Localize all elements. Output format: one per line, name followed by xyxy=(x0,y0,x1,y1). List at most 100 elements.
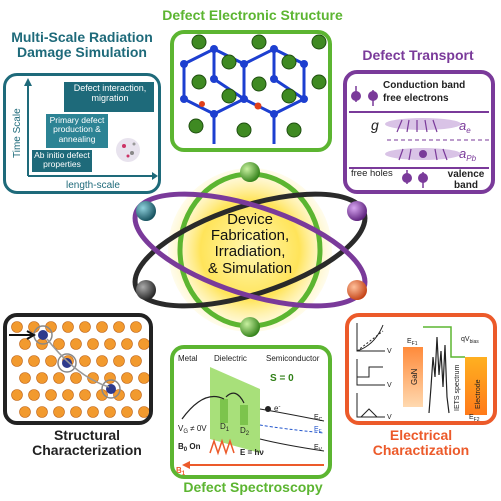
lattice-atom xyxy=(45,355,57,367)
a-e-label: ae xyxy=(459,118,471,135)
lattice-atom xyxy=(62,321,74,333)
title-electronic: Defect Electronic Structure xyxy=(162,7,343,23)
orbit-ball-black xyxy=(136,280,156,300)
dielectric-label: Dielectric xyxy=(214,354,247,363)
panel-transport: g ae aPb Conduction band free electrons … xyxy=(343,70,495,194)
ef1-label: EF1 xyxy=(407,338,418,347)
center-line-2: Fabrication, xyxy=(210,227,290,245)
electrode-label: Electrode xyxy=(475,379,482,409)
panel-spectroscopy: Metal Dielectric Semiconductor S = 0 VG … xyxy=(170,345,332,479)
lattice-atom xyxy=(19,372,31,384)
lattice-atom xyxy=(79,389,91,401)
step3-label: Defect interaction, migration xyxy=(73,83,147,103)
lattice-atom xyxy=(138,338,149,350)
lattice-atom xyxy=(62,389,74,401)
interstitial-atom xyxy=(62,358,72,368)
lattice-atom xyxy=(138,406,149,418)
lattice-atom xyxy=(11,389,23,401)
lattice-atom xyxy=(113,389,125,401)
length-scale-label: length-scale xyxy=(66,180,120,191)
lattice-atom xyxy=(130,321,142,333)
lattice-atom xyxy=(96,355,108,367)
s0-label: S = 0 xyxy=(270,373,294,384)
lattice-atom xyxy=(87,372,99,384)
lattice-atom xyxy=(70,372,82,384)
lattice-atom xyxy=(79,321,91,333)
lattice-atom xyxy=(28,355,40,367)
panel-electronic xyxy=(170,30,332,152)
qvbias-label: qVbias xyxy=(461,336,479,345)
iets-label: IETS spectrum xyxy=(454,365,461,411)
iv-plots xyxy=(356,323,385,418)
g-factor-label: g xyxy=(371,117,379,133)
panel-structural xyxy=(3,313,153,425)
lattice-atom xyxy=(70,406,82,418)
lattice-atom xyxy=(53,406,65,418)
lattice-atom xyxy=(104,406,116,418)
photon-zigzag xyxy=(209,438,235,456)
valence-band-label: valence band xyxy=(447,169,485,191)
step-ab-initio xyxy=(32,150,92,172)
lattice-atom xyxy=(96,321,108,333)
lattice-atom xyxy=(87,338,99,350)
migration-path xyxy=(46,338,110,388)
orbit-ball-purple xyxy=(347,201,367,221)
title-structural: Structural Characterization xyxy=(32,427,142,459)
ef-label: EF xyxy=(314,426,322,435)
lattice-atom xyxy=(28,389,40,401)
defect-ring xyxy=(101,379,121,399)
v-label-2: V xyxy=(387,382,392,389)
lattice-atom xyxy=(11,321,23,333)
band-diagram-graphic: Metal Dielectric Semiconductor S = 0 VG … xyxy=(176,354,325,475)
lattice-atom xyxy=(45,389,57,401)
metal-label: Metal xyxy=(178,354,198,363)
arrow-icon xyxy=(9,330,37,340)
panel-electrical: V V V EF1 EF2 qVbias GaN IETS spectrum E… xyxy=(345,313,497,425)
lattice-graphic xyxy=(9,321,149,418)
orbit-ball-teal xyxy=(136,201,156,221)
title-electrical: Electrical Charactization xyxy=(372,427,470,459)
step-primary-defect xyxy=(46,114,108,148)
lattice-atom xyxy=(121,406,133,418)
free-holes-label: free holes xyxy=(351,168,393,179)
center-line-1: Device xyxy=(227,211,273,228)
lattice-atom xyxy=(113,355,125,367)
center-line-4: & Simulation xyxy=(207,259,293,277)
interstitial-atom xyxy=(106,384,116,394)
transport-graphic: g ae aPb xyxy=(349,86,489,188)
orbit-ball-orange xyxy=(347,280,367,300)
lattice-atom xyxy=(36,406,48,418)
lattice-atom xyxy=(130,389,142,401)
interstitial-atom xyxy=(38,330,48,340)
lattice-atom xyxy=(53,338,65,350)
step-defect-interaction xyxy=(64,82,154,112)
center-label: Device Fabrication, Irradiation, & Simul… xyxy=(196,211,304,277)
dielectric-barrier xyxy=(210,367,260,453)
semiconductor-label: Semiconductor xyxy=(266,354,320,363)
step1-label: Ab initio defect properties xyxy=(34,150,90,170)
lattice-atom xyxy=(130,355,142,367)
defect-atom xyxy=(254,102,262,110)
center-glow xyxy=(168,168,332,332)
center-line-3: Irradiation, xyxy=(214,243,286,261)
lattice-atom xyxy=(53,372,65,384)
ec-label: EC xyxy=(314,414,323,423)
lattice-atom xyxy=(36,372,48,384)
lattice-atom xyxy=(19,406,31,418)
v-label-1: V xyxy=(387,348,392,355)
hole-spin-icons xyxy=(402,170,428,188)
lattice-atom xyxy=(104,338,116,350)
a-pb-label: aPb xyxy=(459,146,477,163)
atom-cluster-icon xyxy=(116,138,140,162)
gan-label: GaN xyxy=(410,368,419,385)
ehv-label: E = hν xyxy=(240,448,264,457)
crystal-structure-graphic xyxy=(180,34,327,144)
ev-label: EV xyxy=(314,444,323,453)
title-spectroscopy: Defect Spectroscopy xyxy=(183,479,323,495)
multiscale-graphic: Time Scale length-scale xyxy=(12,78,158,191)
orbit-ball-green-top xyxy=(240,162,260,182)
lattice-atom xyxy=(70,338,82,350)
panel-multiscale: Time Scale length-scale Defect interacti… xyxy=(3,73,161,194)
lattice-atom xyxy=(138,372,149,384)
